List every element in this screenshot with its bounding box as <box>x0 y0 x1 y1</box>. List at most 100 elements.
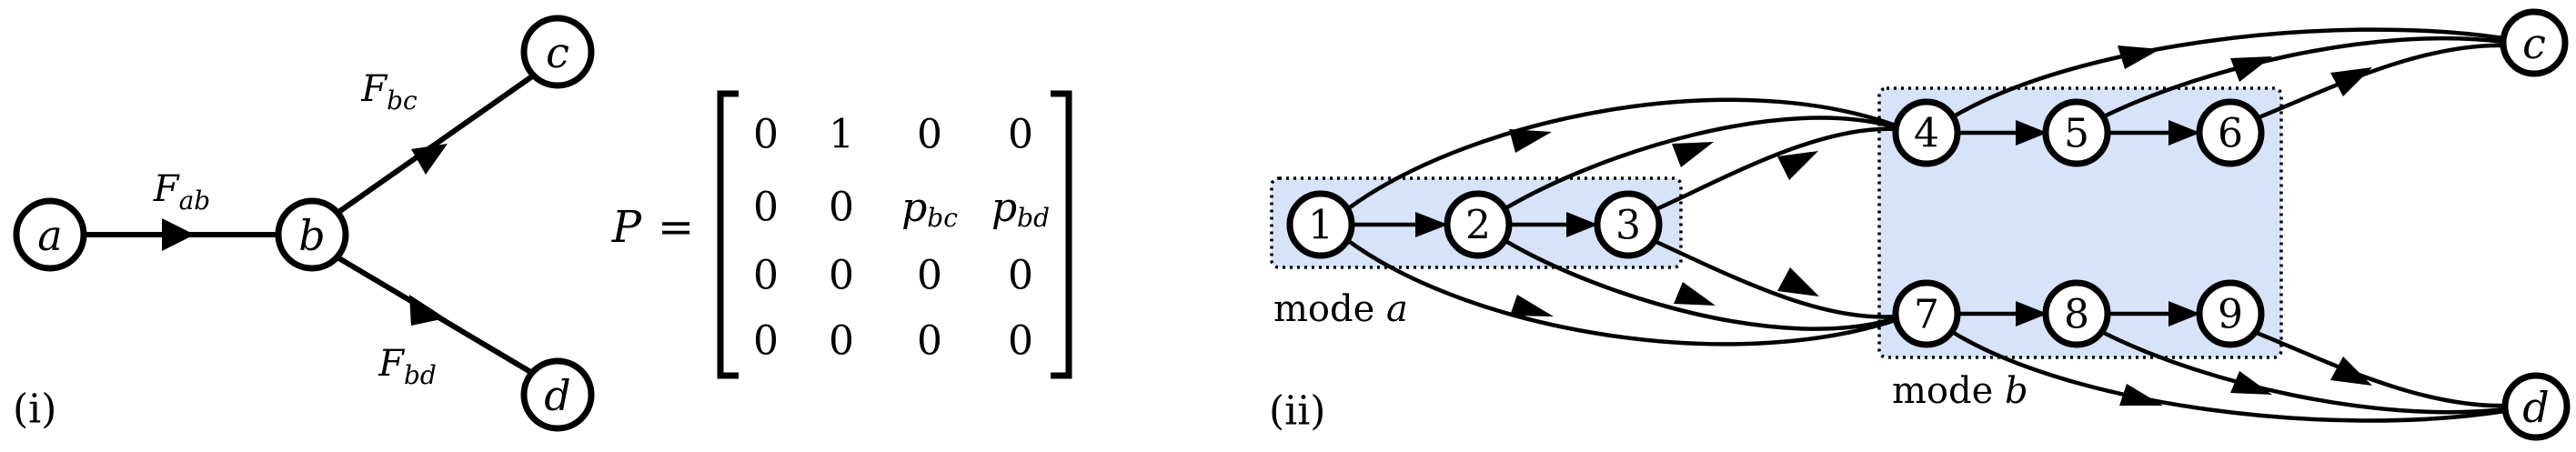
node-5-label: 5 <box>2064 111 2089 157</box>
edge-n2-n3-arrowhead <box>1566 212 1598 237</box>
edge-label-f-ab: Fab <box>153 168 210 216</box>
node-c-circle[interactable] <box>520 15 595 89</box>
cluster-label-mode-b-base: mode <box>1892 370 2005 412</box>
matrix-cell-1-2: pbc <box>901 185 958 233</box>
chain-edges <box>1352 120 2200 326</box>
edge-n5-n6-arrowhead <box>2168 120 2200 146</box>
edge-n3-n7 <box>1655 239 1897 319</box>
node-a[interactable]: a <box>13 197 87 272</box>
node-4[interactable]: 4 <box>1892 98 1961 167</box>
edge-label-f-bd-base: F <box>377 343 405 385</box>
edge-n8-n9-arrowhead <box>2168 301 2200 326</box>
edge-n1-n4-arrowhead <box>1509 129 1552 153</box>
matrix-name: P= <box>611 202 695 253</box>
panel-i-label: (i) <box>13 387 56 433</box>
node-d-expanded[interactable]: d <box>2501 372 2571 441</box>
edge-label-f-bd: Fbd <box>377 343 437 390</box>
edge-label-f-ab-base: F <box>153 168 180 210</box>
node-d-expanded-label: d <box>2522 383 2549 432</box>
node-8-circle[interactable] <box>2042 279 2111 348</box>
node-3-label: 3 <box>1615 203 1641 249</box>
edge-b-c-line <box>336 74 534 216</box>
edge-n6-nc <box>2256 43 2504 121</box>
edge-n7-nd <box>1952 331 2506 423</box>
node-1-label: 1 <box>1308 203 1333 249</box>
edge-n4-n5-arrowhead <box>2016 120 2048 146</box>
node-3-circle[interactable] <box>1594 190 1663 259</box>
cluster-label-mode-b: mode b <box>1892 370 2028 412</box>
matrix-cell-1-3-sub: bd <box>1017 203 1050 233</box>
node-d-circle[interactable] <box>520 357 595 432</box>
edge-b-c: Fbc <box>336 68 534 216</box>
edge-n3-n7-arrowhead <box>1777 267 1819 296</box>
node-9-circle[interactable] <box>2196 279 2265 348</box>
node-b-label: b <box>298 211 325 260</box>
edge-n6-nc-arrowhead <box>2330 67 2372 96</box>
node-9-label: 9 <box>2218 292 2243 338</box>
node-4-label: 4 <box>1914 111 1939 157</box>
node-1-circle[interactable] <box>1286 190 1355 259</box>
node-3[interactable]: 3 <box>1594 190 1663 259</box>
node-d-expanded-circle[interactable] <box>2501 372 2571 441</box>
matrix-cell-3-2: 0 <box>917 318 942 365</box>
matrix-cell-0-2: 0 <box>917 112 942 158</box>
matrix-cell-0-1: 1 <box>829 112 854 158</box>
node-5[interactable]: 5 <box>2042 98 2111 167</box>
node-2[interactable]: 2 <box>1444 190 1513 259</box>
matrix-cell-0-3: 0 <box>1008 112 1033 158</box>
node-2-label: 2 <box>1465 203 1491 249</box>
node-7[interactable]: 7 <box>1892 279 1961 348</box>
node-d[interactable]: d <box>520 357 595 432</box>
cluster-label-mode-a-base: mode <box>1273 288 1386 330</box>
node-a-circle[interactable] <box>13 197 87 272</box>
transition-matrix: P= 0 1 0 0 0 0 pbc pbd 0 0 0 0 0 0 0 0 <box>611 90 1072 379</box>
node-c-label: c <box>546 28 569 77</box>
edge-n8-nd-arrowhead <box>2230 371 2272 395</box>
node-6-circle[interactable] <box>2196 98 2265 167</box>
matrix-cell-1-1: 0 <box>829 185 854 231</box>
node-c[interactable]: c <box>520 15 595 89</box>
matrix-cell-1-3: pbd <box>991 185 1050 233</box>
edge-label-f-bc: Fbc <box>360 68 418 116</box>
edge-n2-n4-arrowhead <box>1672 142 1714 167</box>
node-c-expanded-label: c <box>2522 19 2546 68</box>
matrix-cell-2-3: 0 <box>1008 253 1033 299</box>
node-9[interactable]: 9 <box>2196 279 2265 348</box>
matrix-cell-1-2-sub: bc <box>927 203 958 233</box>
cross-edges-to-nc <box>1952 27 2504 121</box>
matrix-cell-0-0: 0 <box>753 112 779 158</box>
edge-label-f-bc-sub: bc <box>387 85 418 116</box>
panel-ii: 1 2 3 4 5 6 7 8 <box>1269 8 2571 441</box>
node-5-circle[interactable] <box>2042 98 2111 167</box>
edge-n7-n8-arrowhead <box>2016 301 2048 326</box>
node-b-circle[interactable] <box>275 197 349 272</box>
node-c-expanded[interactable]: c <box>2500 8 2569 77</box>
edge-label-f-bc-base: F <box>360 68 387 110</box>
node-a-label: a <box>37 211 62 260</box>
cross-edges-to-n4 <box>1348 97 1897 212</box>
node-8[interactable]: 8 <box>2042 279 2111 348</box>
matrix-cell-3-3: 0 <box>1008 318 1033 365</box>
node-4-circle[interactable] <box>1892 98 1961 167</box>
edge-n2-n7-arrowhead <box>1674 282 1716 306</box>
node-7-circle[interactable] <box>1892 279 1961 348</box>
edge-label-f-bd-sub: bd <box>404 360 437 390</box>
matrix-cell-3-1: 0 <box>829 318 854 365</box>
node-c-expanded-circle[interactable] <box>2500 8 2569 77</box>
matrix-equals-sign: = <box>658 202 694 253</box>
edge-n1-n7-arrowhead <box>1510 295 1554 316</box>
node-1[interactable]: 1 <box>1286 190 1355 259</box>
panel-i: Fab Fbc Fbd a b <box>13 15 595 433</box>
node-b[interactable]: b <box>275 197 349 272</box>
panel-ii-label: (ii) <box>1269 388 1325 435</box>
edge-n1-n4 <box>1348 97 1897 209</box>
node-6[interactable]: 6 <box>2196 98 2265 167</box>
edge-n1-n2-arrowhead <box>1415 212 1448 237</box>
matrix-cell-3-0: 0 <box>753 318 779 365</box>
edge-n5-nc-arrowhead <box>2230 56 2272 82</box>
node-2-circle[interactable] <box>1444 190 1513 259</box>
cluster-box-mode-b <box>1877 86 2283 359</box>
matrix-cell-1-0: 0 <box>753 185 779 231</box>
